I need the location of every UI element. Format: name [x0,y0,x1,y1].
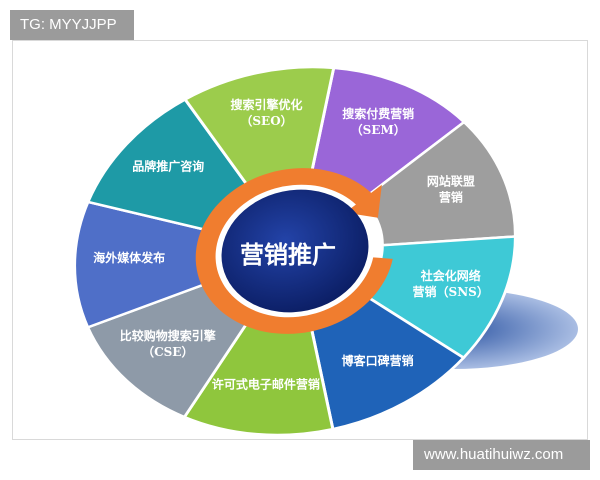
center-title: 营销推广 [240,241,336,269]
segment-label: 搜索付费营销（SEM） [342,106,414,137]
segment-label: 许可式电子邮件营销 [212,377,320,392]
segment-label: 搜索引擎优化（SEO） [231,97,303,128]
segment-label: 海外媒体发布 [93,250,165,265]
segment-label: 博客口碑营销 [342,353,414,368]
center-disc [221,189,369,313]
tg-watermark: TG: MYYJJPP [10,10,134,40]
segment-label: 网站联盟营销 [427,174,475,205]
image-frame: 搜索付费营销（SEM） 网站联盟营销社会化网络营销（SNS） 博客口碑营销许可式电子… [12,40,588,440]
segment-label: 比较购物搜索引擎（CSE） [120,328,216,359]
segment-label: 社会化网络营销（SNS） [413,268,489,299]
segment-label: 品牌推广咨询 [132,159,204,174]
site-watermark: www.huatihuiwz.com [413,440,590,470]
